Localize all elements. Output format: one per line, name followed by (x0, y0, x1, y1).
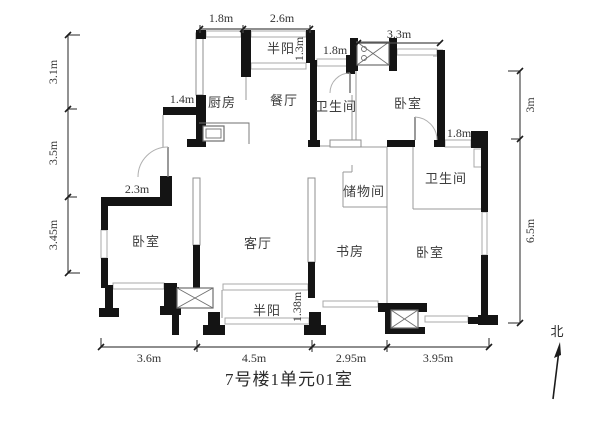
dim-left-3: 3.45m (46, 219, 60, 250)
corridor-opening (329, 139, 362, 148)
bedroom-se-window (424, 315, 469, 323)
bay-unit-ne (356, 41, 390, 66)
room-label-kitchen: 厨房 (208, 95, 236, 110)
room-label-balcony-bottom: 半阳 (253, 303, 281, 318)
north-label: 北 (550, 324, 563, 339)
dim-bottom-4: 3.95m (423, 351, 454, 365)
dim-balcony-bottom-depth: 1.38m (290, 291, 304, 322)
dim-top-balcony-width: 2.6m (270, 11, 295, 25)
dim-inner-wall-bedroom: 2.3m (125, 182, 150, 196)
north-indicator: 北 (550, 324, 564, 400)
living-study-opening (307, 177, 316, 263)
dim-inner-wall-kitchen: 1.4m (170, 92, 195, 106)
dim-right-2: 6.5m (523, 218, 537, 243)
kitchen-sink (199, 122, 250, 144)
room-label-bath-east: 卫生间 (425, 171, 467, 186)
balcony-top-outer-window (250, 30, 307, 38)
plan-title: 7号楼1单元01室 (225, 370, 353, 389)
dim-bottom-2: 4.5m (242, 351, 267, 365)
dimension-inner: 1.4m 2.3m 1.38m 1.8m (125, 92, 472, 322)
fixtures (176, 41, 419, 329)
kitchen-window (205, 30, 242, 38)
bath-top-door (329, 72, 351, 94)
dim-bay-width: 3.3m (387, 27, 412, 41)
room-label-bedroom-west: 卧室 (132, 234, 160, 249)
room-label-living: 客厅 (244, 236, 272, 251)
dimension-right: 3m 6.5m (508, 67, 537, 327)
dim-bottom-3: 2.95m (336, 351, 367, 365)
windows (100, 30, 488, 325)
balcony-top-sill-window (250, 62, 307, 70)
north-arrow-head (554, 342, 561, 358)
dim-left-2: 3.5m (46, 140, 60, 165)
dim-bottom-1: 3.6m (137, 351, 162, 365)
bedroom-ne-window (396, 48, 438, 56)
room-label-bedroom-ne: 卧室 (394, 96, 422, 111)
room-label-study: 书房 (336, 244, 364, 259)
dimension-bottom: 3.6m 4.5m 2.95m 3.95m (97, 338, 493, 365)
room-label-dining: 餐厅 (270, 93, 298, 108)
room-label-balcony-top: 半阳 (267, 41, 295, 56)
dim-left-1: 3.1m (46, 59, 60, 84)
entrance-door (137, 146, 169, 178)
bedroom-west-side-window (100, 229, 108, 259)
ac-platform-sw (176, 287, 214, 309)
room-label-bedroom-se: 卧室 (416, 245, 444, 260)
room-label-bath-top: 卫生间 (315, 99, 357, 114)
dim-top-kitchen-window: 1.8m (209, 11, 234, 25)
bath-east-window (444, 139, 472, 148)
bedroom-west-opening (192, 177, 201, 246)
thin-walls (162, 49, 483, 318)
bath-top-window (316, 58, 348, 67)
ac-platform-se (390, 309, 419, 329)
east-wall-window (481, 211, 488, 256)
dim-balcony-height: 1.3m (292, 36, 306, 61)
dimension-left: 3.1m 3.5m 3.45m (46, 31, 80, 277)
dimension-top: 1.8m 2.6m 1.3m 1.8m 3.3m (196, 11, 444, 61)
study-south-window (322, 300, 379, 308)
north-arrow-line (552, 349, 560, 400)
dim-bath-east-window: 1.8m (447, 126, 472, 140)
walls (99, 30, 498, 335)
doors (137, 72, 438, 178)
bedroom-ne-door (414, 116, 438, 141)
room-labels: 厨房 半阳 餐厅 卫生间 卧室 储物间 卫生间 卧室 客厅 书房 卧室 半阳 (132, 41, 467, 318)
living-south-slider (222, 283, 309, 291)
kitchen-left-light-wall (195, 32, 204, 96)
room-label-storage: 储物间 (343, 184, 385, 199)
bedroom-west-bottom-window (112, 282, 165, 290)
dim-right-1: 3m (523, 97, 537, 113)
dim-bath-top-window: 1.8m (323, 43, 348, 57)
